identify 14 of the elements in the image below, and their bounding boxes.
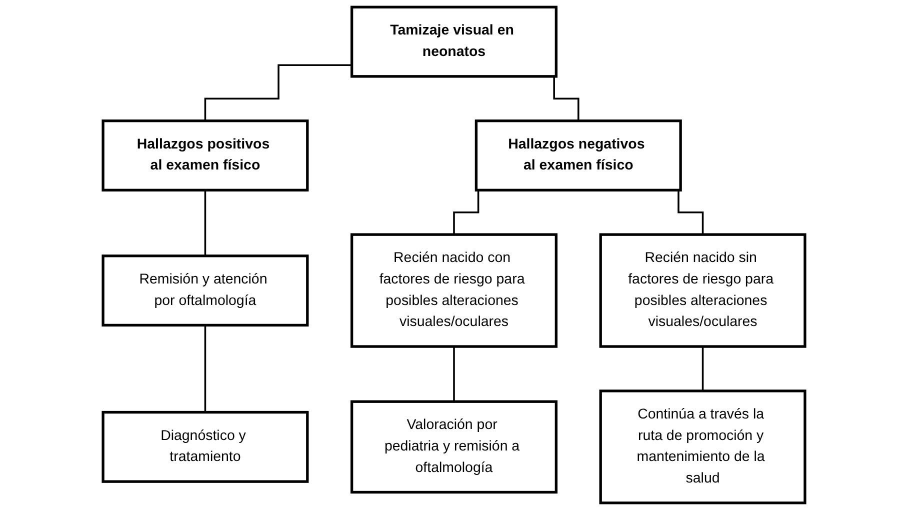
connector xyxy=(701,346,704,392)
node-box: Continúa a través la ruta de promoción y mantenimiento de la salud xyxy=(598,390,806,504)
connector xyxy=(204,189,206,257)
connector xyxy=(204,64,352,122)
node-box: Recién nacido con factores de riesgo para posibles alteraciones visuales/oculares xyxy=(350,233,558,348)
node-box: Tamizaje visual en neonatos xyxy=(350,6,558,78)
node-box: Recién nacido sin factores de riesgo para posibles alteraciones visuales/oculares xyxy=(598,233,806,348)
connector xyxy=(204,324,206,414)
node-box: Valoración por pediatria y remisión a oftalmología xyxy=(350,400,558,494)
connector xyxy=(452,346,454,402)
node-box: Hallazgos negativos al examen físico xyxy=(474,120,682,192)
node-box: Remisión y atención por oftalmología xyxy=(101,254,308,327)
node-box: Hallazgos positivos al examen físico xyxy=(101,120,308,192)
node-box: Diagnóstico y tratamiento xyxy=(101,410,308,483)
